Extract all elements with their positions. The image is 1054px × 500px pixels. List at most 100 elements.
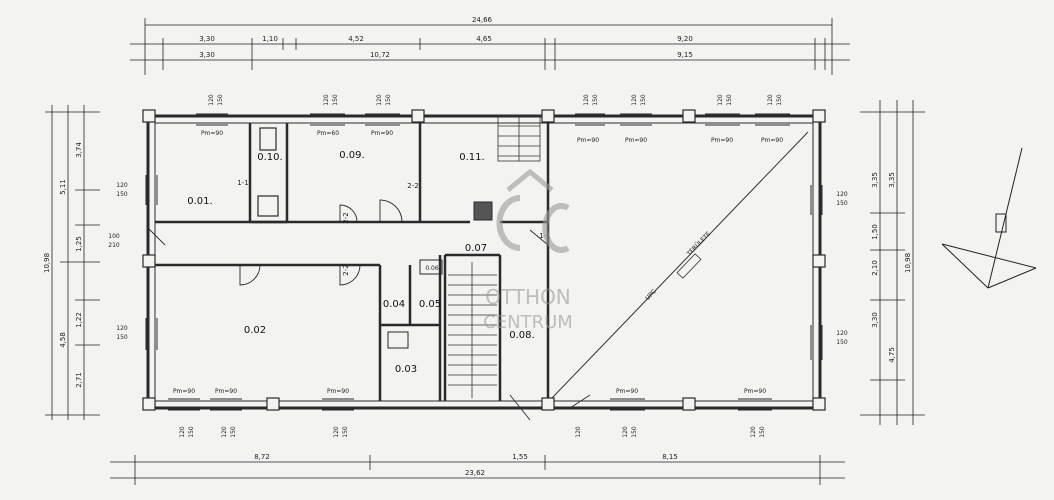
dim-left-c: 2,71 [75, 372, 83, 388]
dim-left-b: 4,58 [59, 332, 67, 348]
win-120-2: 120 [323, 94, 330, 106]
bottom-dimensions [110, 455, 845, 485]
win-l-120-2: 120 [116, 325, 128, 332]
annotation-terulet: TERÜLETE [685, 230, 712, 258]
dim-bottom-1: 8,72 [254, 453, 270, 461]
pm-label-11: Pm=90 [616, 388, 638, 395]
win-r-120-2: 120 [836, 330, 848, 337]
dim-left-d: 3,74 [75, 142, 83, 158]
pm-label-10: Pm=90 [327, 388, 349, 395]
dim-right-d: 3,30 [871, 312, 879, 328]
win-b-120-3: 120 [333, 426, 340, 438]
win-l-150-2: 150 [116, 334, 128, 341]
win-b-120-5: 120 [622, 426, 629, 438]
win-120-1: 120 [208, 94, 215, 106]
dim-top-4: 4,65 [476, 35, 492, 43]
right-dimensions [860, 100, 925, 425]
fixtures [257, 127, 493, 349]
dim-right-total: 10,98 [904, 253, 912, 273]
win-b-120-4: 120 [575, 426, 582, 438]
section-2-2-a: 2-2 [407, 182, 418, 190]
win-b-150-2: 150 [230, 426, 237, 438]
win-b-120-1: 120 [179, 426, 186, 438]
win-150-5: 150 [640, 94, 647, 106]
dim-top-1: 3,30 [199, 35, 215, 43]
win-l-120-1: 120 [116, 182, 128, 189]
dim-top-5: 9,20 [677, 35, 693, 43]
win-120-3: 120 [376, 94, 383, 106]
win-b-150-5: 150 [631, 426, 638, 438]
dim-right-c: 2,10 [871, 260, 879, 276]
win-150-6: 150 [726, 94, 733, 106]
win-150-2: 150 [332, 94, 339, 106]
pm-label-8: Pm=90 [173, 388, 195, 395]
win-r-150-1: 150 [836, 200, 848, 207]
pm-label-3: Pm=90 [371, 130, 393, 137]
room-009-label: 0.09. [339, 150, 364, 161]
left-dimensions [45, 105, 100, 420]
pm-label-1: Pm=90 [201, 130, 223, 137]
win-r-150-2: 150 [836, 339, 848, 346]
win-150-3: 150 [385, 94, 392, 106]
win-150-1: 150 [217, 94, 224, 106]
win-b-150-6: 150 [759, 426, 766, 438]
dim-right-a: 3,35 [871, 172, 879, 188]
dim-bottom-3: 8,15 [662, 453, 678, 461]
pm-label-7: Pm=90 [761, 137, 783, 144]
pm-label-4: Pm=90 [577, 137, 599, 144]
watermark-line2: CENTRUM [483, 312, 573, 333]
stairs-lower [448, 262, 497, 398]
doors [147, 199, 591, 421]
room-006-label: 0.06 [425, 265, 439, 272]
room-001-label: 0.01. [187, 196, 212, 207]
pm-label-6: Pm=90 [711, 137, 733, 144]
dim-top2-3: 9,15 [677, 51, 693, 59]
section-2-2-c: 2-2 [342, 264, 350, 275]
dim-left-e: 1,25 [75, 236, 83, 252]
annotation-box [676, 253, 702, 279]
win-150-7: 150 [776, 94, 783, 106]
wall-inner-lines [154, 122, 814, 402]
dim-left-a: 5,11 [59, 179, 67, 195]
stairs-upper [497, 115, 541, 162]
room-002-label: 0.02 [244, 325, 266, 336]
watermark-line1: OTTHON [485, 285, 571, 309]
room-004-label: 0.04 [383, 299, 405, 310]
room-010-label: 0.10. [257, 152, 282, 163]
interior-walls [155, 123, 550, 401]
room-008-label: 0.08. [509, 330, 534, 341]
top-dimensions [130, 18, 850, 75]
dim-top2-2: 10,72 [370, 51, 390, 59]
section-1-1: 1-1 [237, 179, 248, 187]
windows [145, 113, 823, 411]
dim-top-3: 4,52 [348, 35, 364, 43]
dim-right-e: 4,75 [888, 347, 896, 363]
section-2-2-b: 2-2 [342, 212, 350, 223]
win-b-120-2: 120 [221, 426, 228, 438]
win-l-100: 100 [108, 233, 120, 240]
watermark-logo: OTTHON CENTRUM [483, 168, 573, 333]
dim-left-total: 10,98 [43, 253, 51, 273]
room-011-label: 0.11. [459, 152, 484, 163]
win-120-7: 120 [767, 94, 774, 106]
room-005-label: 0.05 [419, 299, 441, 310]
room-007-label: 0.07 [465, 243, 487, 254]
win-120-4: 120 [583, 94, 590, 106]
win-b-150-3: 150 [342, 426, 349, 438]
dim-right-b: 1,50 [871, 224, 879, 240]
dim-bottom-total: 23,62 [465, 469, 485, 477]
win-b-120-6: 120 [750, 426, 757, 438]
dim-right-a2: 3,35 [888, 172, 896, 188]
win-b-150-1: 150 [188, 426, 195, 438]
dim-top-2: 1,10 [262, 35, 278, 43]
win-120-6: 120 [717, 94, 724, 106]
dim-top-total: 24,66 [472, 16, 493, 24]
dim-bottom-2: 1,55 [512, 453, 528, 461]
win-120-5: 120 [631, 94, 638, 106]
win-l-210: 210 [108, 242, 120, 249]
wall-columns [142, 109, 826, 411]
win-l-150-1: 150 [116, 191, 128, 198]
north-arrow-icon [941, 147, 1037, 289]
pm-label-2: Pm=60 [317, 130, 339, 137]
